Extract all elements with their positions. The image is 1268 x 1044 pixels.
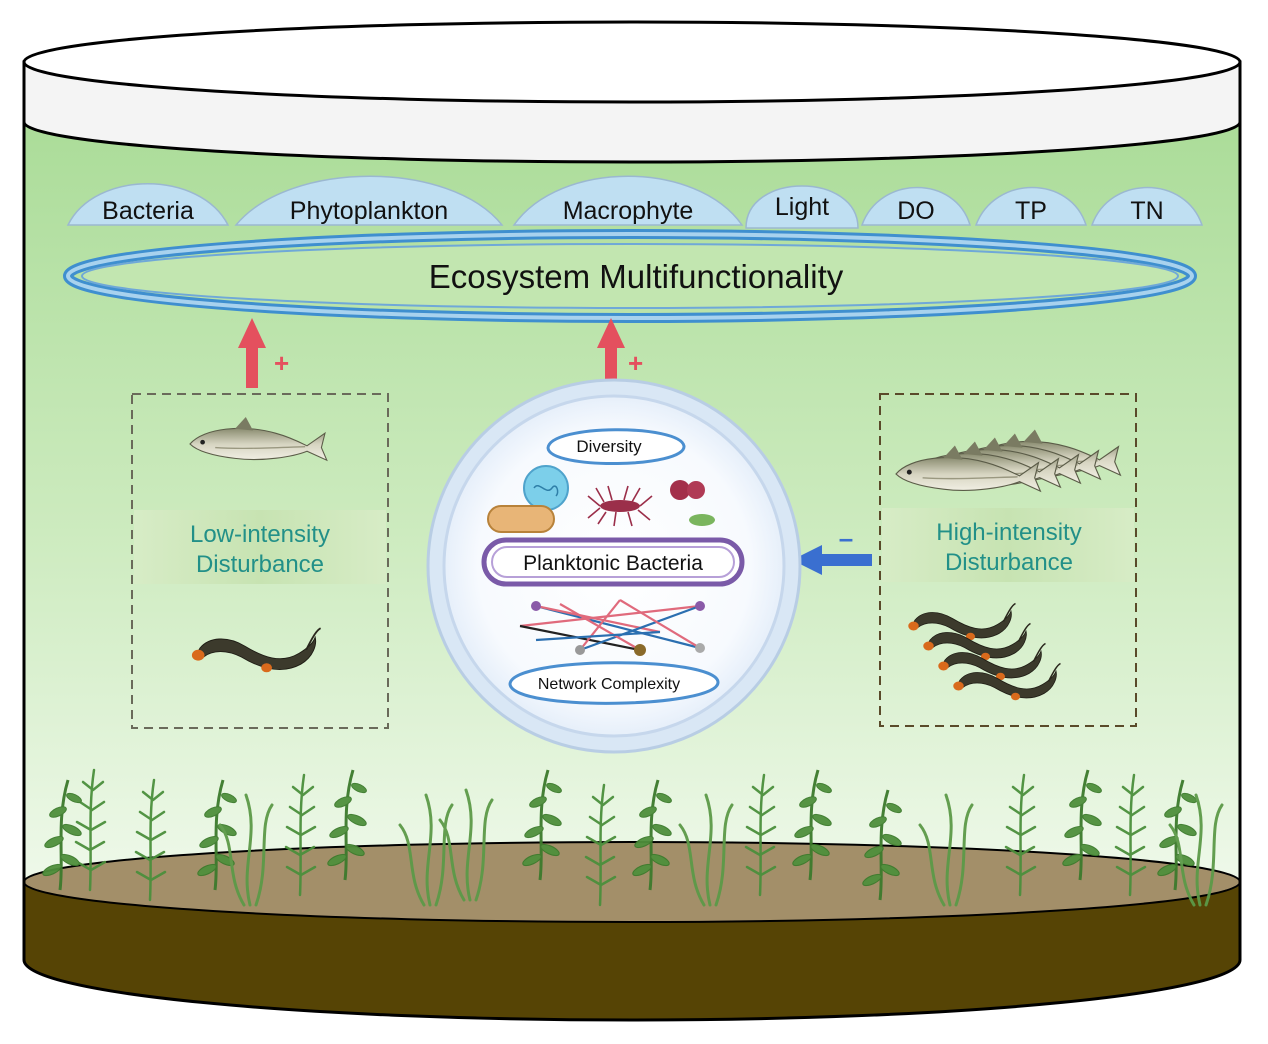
high-intensity-line2: Disturbance: [945, 549, 1073, 576]
low-intensity-box: Low-intensity Disturbance: [131, 393, 389, 729]
dome-tp-label: TP: [1015, 197, 1047, 225]
network-label: Network Complexity: [538, 676, 680, 693]
cylinder-top: [22, 20, 1242, 164]
planktonic-label: Planktonic Bacteria: [523, 552, 703, 575]
dome-light: [745, 185, 859, 229]
center-effect-sign: +: [628, 348, 643, 378]
indicator-domes: Bacteria Phytoplankton Macrophyte Light …: [66, 175, 1204, 229]
right-negative-arrow: –: [792, 523, 872, 575]
dome-do: [860, 186, 972, 226]
dome-bacteria-label: Bacteria: [102, 197, 194, 225]
diversity-capsule: Diversity: [546, 428, 686, 465]
dome-macrophyte-label: Macrophyte: [563, 197, 694, 225]
low-intensity-line2: Disturbance: [196, 551, 324, 578]
left-effect-sign: +: [274, 348, 289, 378]
right-effect-sign: –: [839, 523, 853, 553]
high-intensity-box: High-intensity Disturbance: [879, 393, 1137, 727]
diversity-label: Diversity: [576, 437, 642, 456]
dome-phytoplankton: [234, 175, 504, 226]
bacteria-panel: Diversity Planktonic Bacteria: [426, 378, 802, 754]
dome-light-label: Light: [775, 193, 829, 221]
dome-tp: [974, 186, 1088, 226]
ecosystem-ring: Ecosystem Multifunctionality: [63, 229, 1197, 323]
planktonic-capsule: Planktonic Bacteria: [481, 537, 745, 587]
ecosystem-label: Ecosystem Multifunctionality: [429, 258, 844, 295]
left-positive-arrow: +: [238, 318, 289, 388]
center-positive-arrow: +: [597, 318, 643, 388]
high-intensity-line1: High-intensity: [936, 519, 1081, 546]
dome-phytoplankton-label: Phytoplankton: [290, 197, 448, 225]
network-capsule: Network Complexity: [508, 661, 720, 705]
dome-tn-label: TN: [1130, 197, 1163, 225]
low-intensity-line1: Low-intensity: [190, 521, 330, 548]
dome-bacteria: [66, 183, 230, 226]
dome-macrophyte: [512, 175, 744, 226]
dome-tn: [1090, 186, 1204, 226]
dome-do-label: DO: [897, 197, 935, 225]
network-graph: [519, 599, 705, 656]
bacteria-icons: [487, 465, 715, 533]
